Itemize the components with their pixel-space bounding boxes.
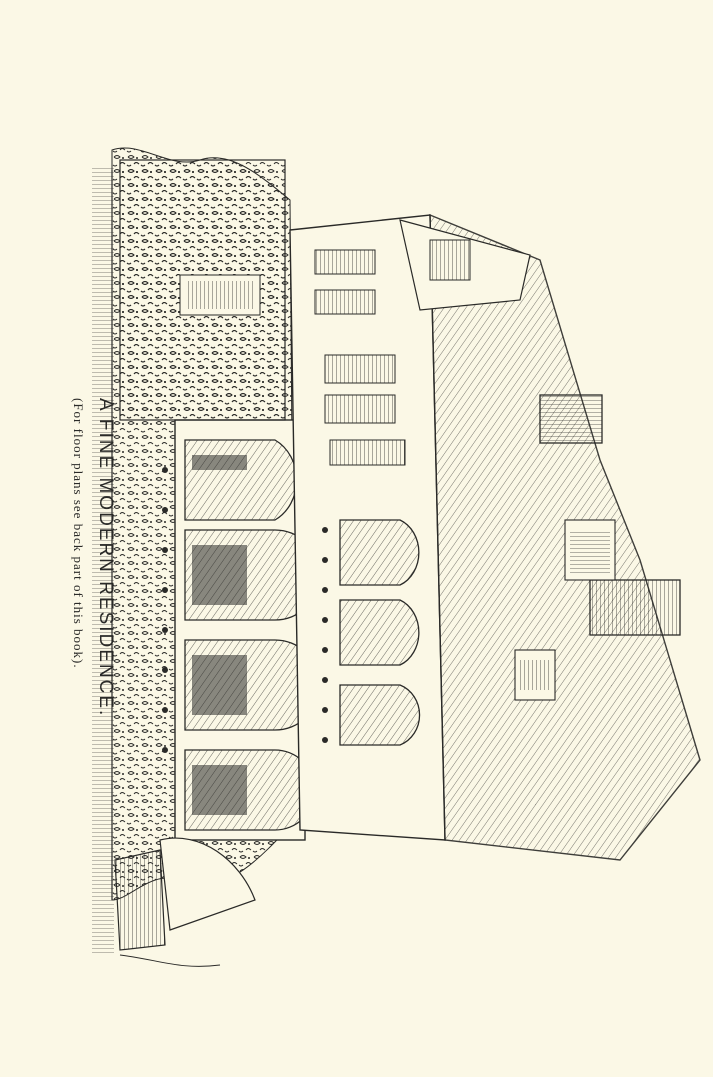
caption-title: A FINE MODERN RESIDENCE. (95, 398, 116, 718)
caption-block: A FINE MODERN RESIDENCE. (For floor plan… (46, 398, 116, 778)
caption-subtitle: (For floor plans see back part of this b… (71, 398, 86, 669)
